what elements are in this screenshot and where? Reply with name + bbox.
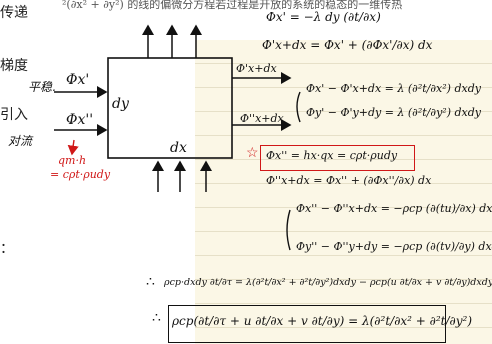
eq-8: Φy'' − Φ''y+dy = −ρcp (∂(tv)/∂y) dxdy [296, 240, 492, 253]
eq-6: Φ''x+dx = Φx'' + (∂Φx''/∂x) dx [266, 174, 432, 187]
label-pingwen: 平稳. [28, 80, 56, 94]
eq-9: ρcp·dxdy ∂t/∂τ = λ(∂²t/∂x² + ∂²t/∂y²)dxd… [164, 277, 492, 288]
eq-1: Φx' = −λ dy (∂t/∂x) [266, 10, 381, 24]
flux-in-top: Φx' [66, 72, 90, 88]
red-qm-h: qm·h [58, 154, 87, 167]
star-icon: ☆ [246, 145, 259, 161]
brace-2 [286, 209, 291, 251]
lined-note-paper [195, 40, 492, 344]
final-equation-box [168, 305, 446, 343]
left-text-2: 梯度 [0, 58, 28, 74]
control-volume-box [107, 57, 233, 159]
eq-5: Φx'' = hx·qx = cρt·ρudy [266, 149, 398, 162]
left-text-1: 传递 [0, 5, 28, 21]
therefore-2: ∴ [152, 310, 161, 326]
eq-7: Φx'' − Φ''x+dx = −ρcp (∂(tu)/∂x) dxdy [296, 202, 492, 215]
brace-1 [296, 91, 301, 123]
left-text-3: 引入 [0, 107, 28, 123]
eq-4: Φy' − Φ'y+dy = λ (∂²t/∂y²) dxdy [306, 106, 481, 119]
top-formula-fragment: ²(∂x² + ∂y²) 的线的偏微分方程若过程是开放的系统的稳态的一维传热 [62, 0, 403, 11]
red-highlight-box [260, 145, 415, 171]
textbook-left-column: 传递 梯度 引入 ： [0, 0, 60, 344]
label-duiliu: 对流 [8, 134, 33, 148]
red-eq: = cρt·ρudy [50, 168, 111, 181]
therefore-1: ∴ [146, 274, 155, 290]
red-arrow [67, 139, 79, 156]
label-flux-out-mid: Φ''x+dx [240, 112, 284, 125]
eq-3: Φx' − Φ'x+dx = λ (∂²t/∂x²) dxdy [306, 82, 481, 95]
label-flux-out-top: Φ'x+dx [236, 62, 277, 75]
label-dy: dy [112, 96, 129, 112]
eq-10: ρcp(∂t/∂τ + u ∂t/∂x + v ∂t/∂y) = λ(∂²t/∂… [172, 314, 473, 328]
flux-in-bottom: Φx'' [66, 112, 94, 128]
eq-2: Φ'x+dx = Φx' + (∂Φx'/∂x) dx [262, 38, 433, 52]
left-text-4: ： [0, 241, 14, 257]
label-dx: dx [170, 140, 187, 156]
